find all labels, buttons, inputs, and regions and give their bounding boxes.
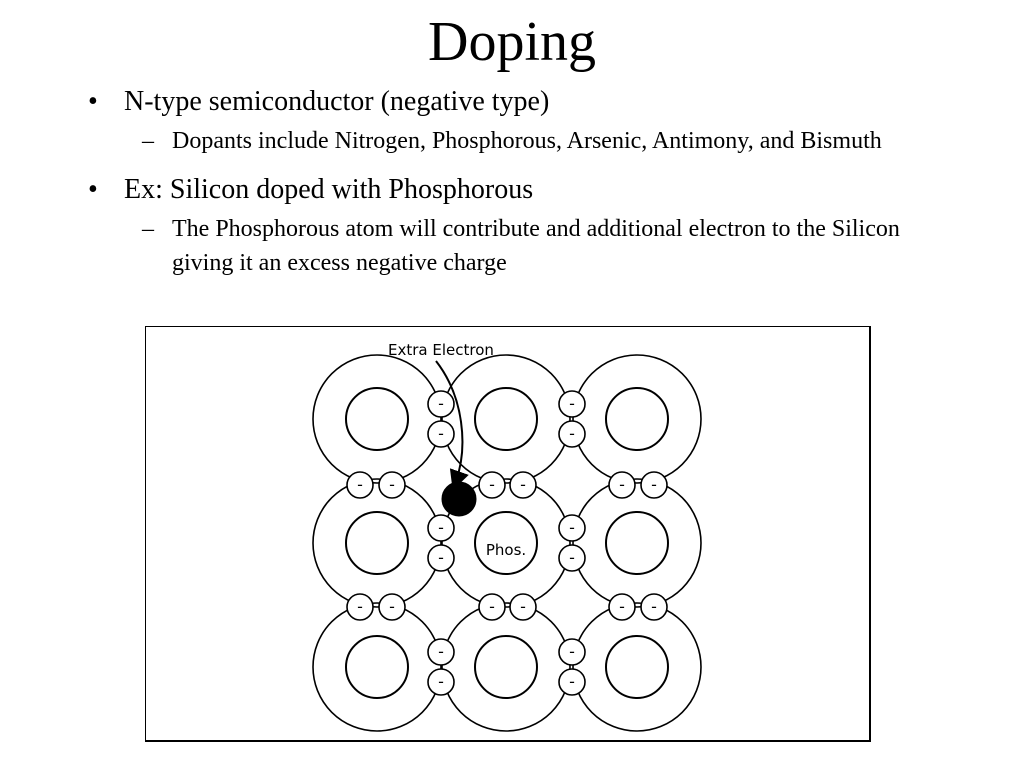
sub-bullet-text: Dopants include Nitrogen, Phosphorous, A… <box>172 128 882 154</box>
electron-sign: - <box>569 548 575 567</box>
electron-sign: - <box>357 475 363 494</box>
atom-shell <box>312 602 442 732</box>
atom-shell <box>441 354 571 484</box>
atom-core <box>474 387 538 451</box>
extra-electron <box>441 481 477 517</box>
electron-sign: - <box>651 475 657 494</box>
atom-core <box>605 387 669 451</box>
electron-sign: - <box>619 597 625 616</box>
bullet-list: • N-type semiconductor (negative type) –… <box>82 84 942 294</box>
bond-electron <box>558 514 586 542</box>
bullet-item: • N-type semiconductor (negative type) –… <box>82 84 942 158</box>
bond-electron <box>640 471 668 499</box>
electron-sign: - <box>489 475 495 494</box>
bond-electron <box>478 471 506 499</box>
bond-electron <box>509 593 537 621</box>
bond-electron <box>558 668 586 696</box>
bond-electron <box>427 668 455 696</box>
bond-electron <box>558 638 586 666</box>
electron-sign: - <box>651 597 657 616</box>
electron-sign: - <box>357 597 363 616</box>
atom-shell <box>312 354 442 484</box>
electron-sign: - <box>489 597 495 616</box>
electron-sign: - <box>569 394 575 413</box>
electron-sign: - <box>569 518 575 537</box>
lattice-svg: - - - - - - - - - - - - - - - - - - - - - - - - Phos. Extra Elect… <box>312 341 702 732</box>
sub-bullet-marker: – <box>142 216 154 242</box>
bond-electron <box>640 593 668 621</box>
bullet-text: Ex: Silicon doped with Phosphorous <box>124 174 534 205</box>
electron-sign: - <box>569 642 575 661</box>
bullet-item: • Ex: Silicon doped with Phosphorous – T… <box>82 172 942 280</box>
bond-electron <box>608 471 636 499</box>
atom-shell <box>441 478 571 608</box>
extra-electron-label: Extra Electron <box>388 341 494 359</box>
sub-bullet-item: – The Phosphorous atom will contribute a… <box>124 212 942 280</box>
bond-electron <box>558 420 586 448</box>
atom-core <box>474 511 538 575</box>
phos-label: Phos. <box>486 541 526 559</box>
atom-core <box>345 387 409 451</box>
bond-electron <box>478 593 506 621</box>
electron-sign: - <box>438 642 444 661</box>
bond-electron <box>427 514 455 542</box>
electron-sign: - <box>438 424 444 443</box>
electron-sign: - <box>438 518 444 537</box>
sub-bullet-item: – Dopants include Nitrogen, Phosphorous,… <box>124 124 942 158</box>
electron-sign: - <box>619 475 625 494</box>
bond-electron <box>346 593 374 621</box>
bond-electron <box>378 593 406 621</box>
electron-sign: - <box>520 597 526 616</box>
bond-electron <box>558 544 586 572</box>
bond-electron <box>378 471 406 499</box>
bond-electron <box>427 390 455 418</box>
atom-core <box>605 635 669 699</box>
bullet-marker: • <box>88 86 98 117</box>
electron-sign: - <box>389 475 395 494</box>
atom-shell <box>572 602 702 732</box>
electron-sign: - <box>389 597 395 616</box>
electron-sign: - <box>438 394 444 413</box>
lattice-diagram: - - - - - - - - - - - - - - - - - - - - - - - - Phos. Extra Elect… <box>145 326 871 742</box>
electron-sign: - <box>438 548 444 567</box>
bond-electron <box>427 638 455 666</box>
atom-shell <box>572 354 702 484</box>
electron-sign: - <box>569 672 575 691</box>
bond-electron <box>427 544 455 572</box>
bond-electron <box>608 593 636 621</box>
bond-electron <box>558 390 586 418</box>
atom-shell <box>572 478 702 608</box>
extra-electron-arrow <box>435 360 469 491</box>
atom-core <box>345 511 409 575</box>
electron-sign: - <box>438 672 444 691</box>
atom-core <box>474 635 538 699</box>
atom-core <box>605 511 669 575</box>
bond-electron <box>427 420 455 448</box>
bond-electron <box>509 471 537 499</box>
sub-bullet-marker: – <box>142 128 154 154</box>
atom-core <box>345 635 409 699</box>
sub-bullet-text: The Phosphorous atom will contribute and… <box>172 216 900 276</box>
atom-shell <box>441 602 571 732</box>
bullet-marker: • <box>88 174 98 205</box>
electron-sign: - <box>520 475 526 494</box>
bullet-text: N-type semiconductor (negative type) <box>124 86 550 117</box>
atom-shell <box>312 478 442 608</box>
bond-electron <box>346 471 374 499</box>
electron-sign: - <box>569 424 575 443</box>
slide-title: Doping <box>428 11 596 73</box>
